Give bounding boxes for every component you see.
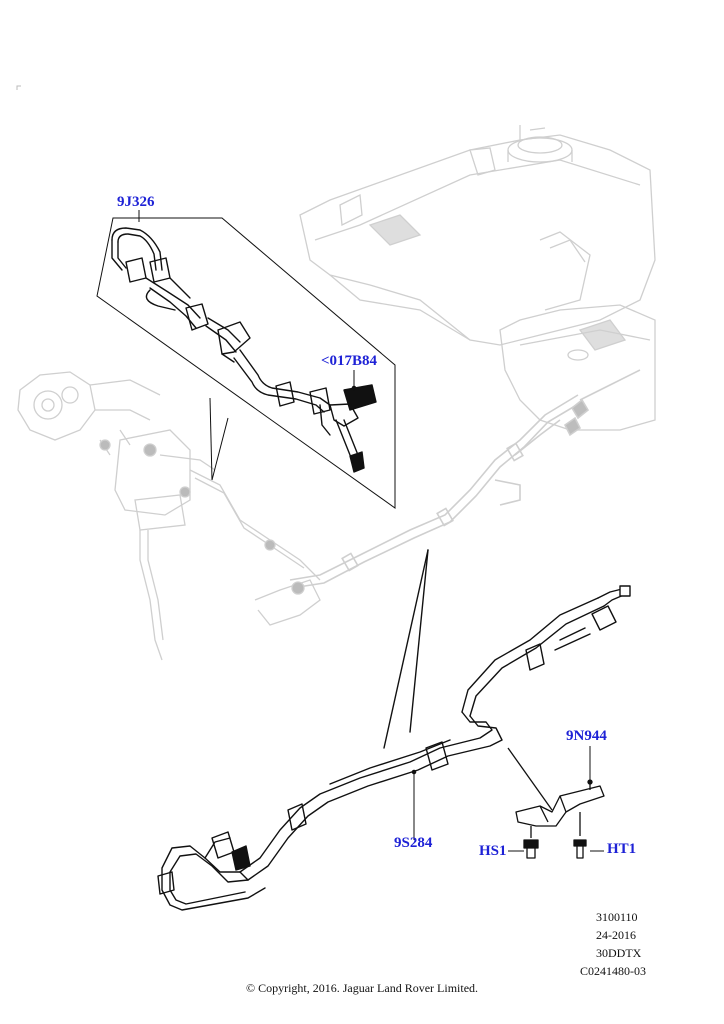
callout-017b84[interactable]: <017B84: [321, 353, 378, 369]
callout-leaders: [138, 210, 604, 852]
main-fuel-pipe: [157, 549, 631, 911]
ghost-engine-filter: [17, 371, 321, 661]
ref-code-line-3: 30DDTX: [596, 946, 642, 960]
bracket-assembly: [507, 747, 605, 859]
copyright-notice: © Copyright, 2016. Jaguar Land Rover Lim…: [245, 981, 479, 995]
ghost-fuel-lines: [289, 369, 641, 589]
ref-code-line-4: C0241480-03: [580, 964, 646, 978]
callout-9s284[interactable]: 9S284: [394, 835, 433, 851]
corner-mark: [16, 85, 21, 90]
callout-9n944[interactable]: 9N944: [566, 728, 607, 744]
sensor-pipe-assembly: [111, 227, 377, 473]
callout-hs1[interactable]: HS1: [479, 843, 507, 859]
ref-code-line-2: 24-2016: [596, 928, 636, 942]
ref-code-line-1: 3100110: [596, 910, 638, 924]
ghost-fuel-tank: [299, 125, 656, 431]
callout-ht1[interactable]: HT1: [607, 841, 637, 857]
detail-inset: [96, 217, 396, 509]
callout-9j326[interactable]: 9J326: [117, 194, 155, 210]
